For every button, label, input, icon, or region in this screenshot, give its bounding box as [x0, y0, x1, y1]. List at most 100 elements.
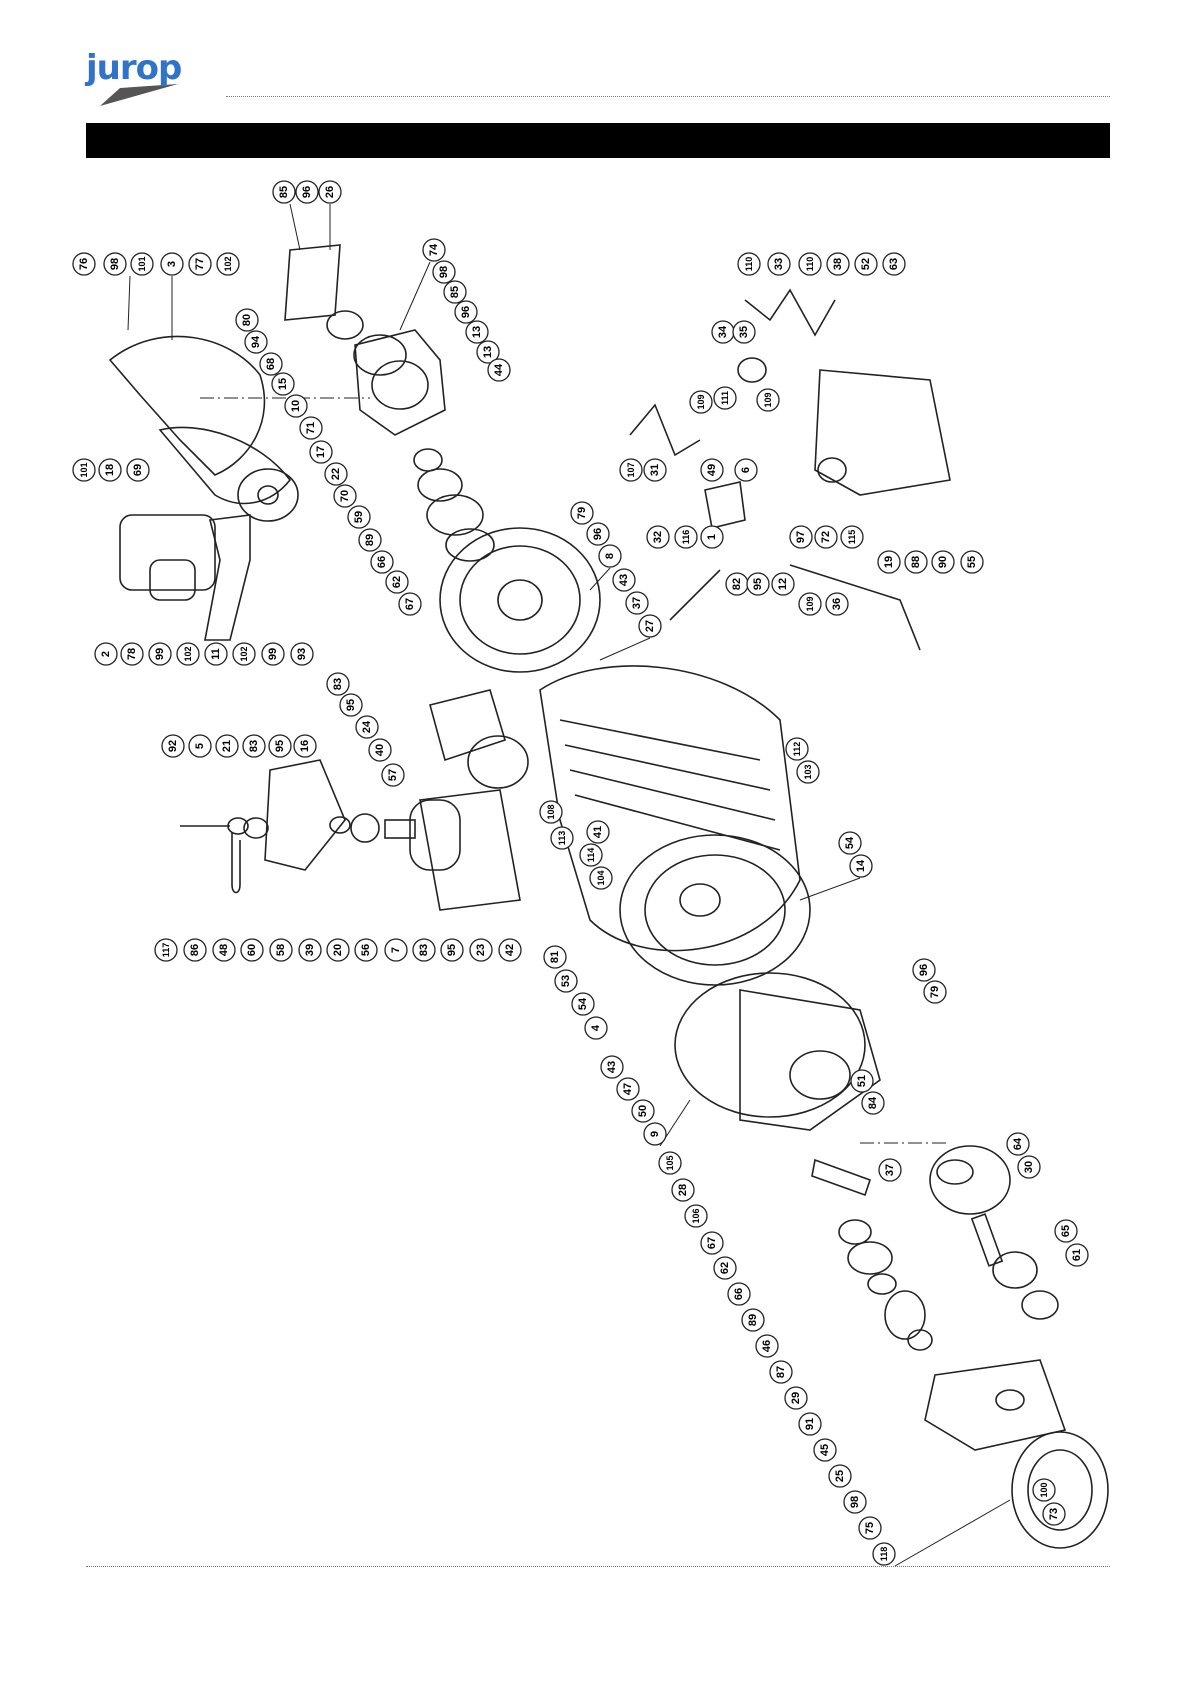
- callout-circle: [154, 938, 178, 962]
- callout-circle: [784, 1386, 808, 1410]
- callout-number: 38: [832, 258, 844, 270]
- pipe-31: [629, 403, 701, 457]
- callout-94: 94: [244, 330, 268, 354]
- callout-circle: [825, 592, 849, 616]
- callout-number: 68: [265, 358, 277, 370]
- callout-circle: [586, 522, 610, 546]
- callout-circle: [299, 416, 323, 440]
- callout-circle: [850, 1069, 874, 1093]
- callout-circle: [789, 525, 813, 549]
- callout-circle: [571, 992, 595, 1016]
- callout-3: 3: [160, 252, 184, 276]
- callout-89: 89: [741, 1308, 765, 1332]
- callout-circle: [188, 252, 212, 276]
- valve-cluster: [704, 481, 746, 529]
- callout-number: 16: [299, 740, 311, 752]
- callout-circle: [1006, 1132, 1030, 1156]
- callout-37: 37: [625, 591, 649, 615]
- callout-number: 8: [604, 553, 616, 559]
- callout-51: 51: [850, 1069, 874, 1093]
- callout-circle: [878, 1158, 902, 1182]
- shaft: [811, 1158, 872, 1197]
- callout-54: 54: [571, 992, 595, 1016]
- callout-number: 32: [652, 531, 664, 543]
- callout-99: 99: [261, 642, 285, 666]
- callout-number: 86: [189, 944, 201, 956]
- callout-83: 83: [412, 938, 436, 962]
- callout-116: 116: [674, 525, 698, 549]
- callout-number: 40: [374, 744, 386, 756]
- callout-number: 91: [804, 1418, 816, 1430]
- callout-number: 29: [790, 1392, 802, 1404]
- rear-flange: [674, 972, 866, 1118]
- callout-number: 1: [706, 534, 718, 540]
- callout-circle: [767, 252, 791, 276]
- callout-85: 85: [272, 180, 296, 204]
- callout-number: 49: [706, 464, 718, 476]
- callout-circle: [398, 592, 422, 616]
- callout-115: 115: [840, 525, 864, 549]
- callout-circle: [960, 550, 984, 574]
- callout-circle: [625, 591, 649, 615]
- callout-106: 106: [684, 1204, 708, 1228]
- callout-number: 35: [738, 326, 750, 338]
- callout-95: 95: [440, 938, 464, 962]
- callout-circle: [120, 642, 144, 666]
- callout-number: 115: [847, 530, 857, 545]
- callout-8: 8: [598, 544, 622, 568]
- callout-17: 17: [309, 440, 333, 464]
- callout-circle: [309, 440, 333, 464]
- callout-number: 111: [720, 391, 730, 405]
- pinion-gear: [884, 1290, 926, 1340]
- callout-number: 100: [1039, 1482, 1049, 1497]
- callout-101: 101: [130, 252, 154, 276]
- callout-number: 27: [644, 620, 656, 632]
- callout-number: 96: [918, 964, 930, 976]
- callout-number: 108: [546, 804, 556, 819]
- callout-circle: [732, 320, 756, 344]
- callout-6: 6: [734, 458, 758, 482]
- callout-circle: [212, 938, 236, 962]
- callout-number: 73: [1048, 1508, 1060, 1520]
- callout-62: 62: [385, 570, 409, 594]
- callout-67: 67: [398, 592, 422, 616]
- callout-circle: [324, 462, 348, 486]
- callout-circle: [923, 980, 947, 1004]
- logo-wordmark: jurop: [86, 48, 182, 88]
- callout-circle: [487, 358, 511, 382]
- callout-circle: [272, 180, 296, 204]
- callout-circle: [838, 831, 862, 855]
- callout-circle: [631, 1099, 655, 1123]
- callout-circle: [1042, 1502, 1066, 1526]
- callout-circle: [689, 390, 713, 414]
- callout-number: 55: [966, 556, 978, 568]
- callout-circle: [259, 352, 283, 376]
- callout-number: 37: [884, 1164, 896, 1176]
- callout-68: 68: [259, 352, 283, 376]
- callout-number: 11: [210, 648, 222, 660]
- callout-number: 118: [879, 1547, 889, 1562]
- callout-108: 108: [539, 800, 563, 824]
- callout-number: 117: [161, 943, 171, 958]
- callout-65: 65: [1054, 1219, 1078, 1243]
- callout-93: 93: [290, 642, 314, 666]
- callout-circle: [98, 458, 122, 482]
- callout-56: 56: [354, 938, 378, 962]
- callout-13: 13: [465, 320, 489, 344]
- callout-number: 95: [752, 578, 764, 590]
- callout-circle: [232, 642, 256, 666]
- callout-circle: [861, 1091, 885, 1115]
- callout-circle: [284, 394, 308, 418]
- callout-91: 91: [798, 1412, 822, 1436]
- callout-number: 6: [740, 467, 752, 473]
- callout-circle: [72, 252, 96, 276]
- motor-block: [119, 514, 216, 591]
- callout-circle: [465, 320, 489, 344]
- callout-circle: [600, 1055, 624, 1079]
- callout-circle: [295, 180, 319, 204]
- top-cover: [353, 334, 407, 376]
- callout-number: 83: [332, 678, 344, 690]
- callout-number: 79: [929, 986, 941, 998]
- callout-83: 83: [326, 672, 350, 696]
- callout-circle: [612, 568, 636, 592]
